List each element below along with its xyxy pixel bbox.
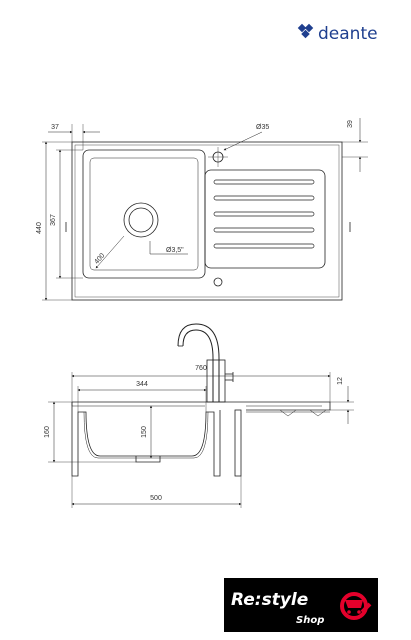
side-view-labels: 760 344 12 160 150 500	[44, 365, 344, 502]
label-tap-hole: Ø35	[256, 124, 269, 131]
brand-name: deante	[318, 24, 378, 44]
label-400: 400	[93, 252, 106, 265]
bowl-inner	[89, 157, 199, 271]
label-440: 440	[36, 222, 43, 234]
label-160: 160	[44, 426, 51, 438]
label-344: 344	[136, 381, 148, 388]
shop-badge-title: Re:style	[231, 590, 308, 610]
shopping-cart-icon	[340, 592, 372, 620]
drainer-ribs	[213, 179, 315, 249]
label-drain: Ø3,5"	[166, 247, 184, 254]
brand-logo: deante	[297, 23, 378, 44]
sink-rim-top	[74, 144, 340, 298]
bowl-diagonal-line	[95, 235, 125, 269]
label-37: 37	[51, 124, 59, 131]
label-367: 367	[50, 214, 57, 226]
faucet-body	[206, 359, 226, 403]
top-view	[42, 118, 368, 301]
deck-top	[72, 401, 331, 411]
drain-tailpiece	[135, 456, 161, 463]
label-39: 39	[347, 120, 354, 128]
tap-hole-leader	[223, 131, 263, 151]
bowl-section	[71, 402, 221, 477]
drainer-support	[234, 409, 242, 477]
label-500: 500	[150, 495, 162, 502]
overflow-hole	[213, 277, 223, 287]
drainer-board	[204, 169, 326, 269]
sink-outline-top	[71, 141, 343, 301]
shop-badge: Re:style Shop	[224, 578, 378, 632]
drain-outer	[123, 202, 159, 238]
deante-logo-icon	[297, 23, 314, 39]
label-150: 150	[141, 426, 148, 438]
drain-inner	[128, 207, 154, 233]
label-760: 760	[195, 365, 207, 372]
side-view	[48, 323, 354, 508]
shop-badge-subtitle: Shop	[296, 615, 324, 626]
faucet-spout	[182, 329, 214, 402]
label-12: 12	[337, 377, 344, 385]
